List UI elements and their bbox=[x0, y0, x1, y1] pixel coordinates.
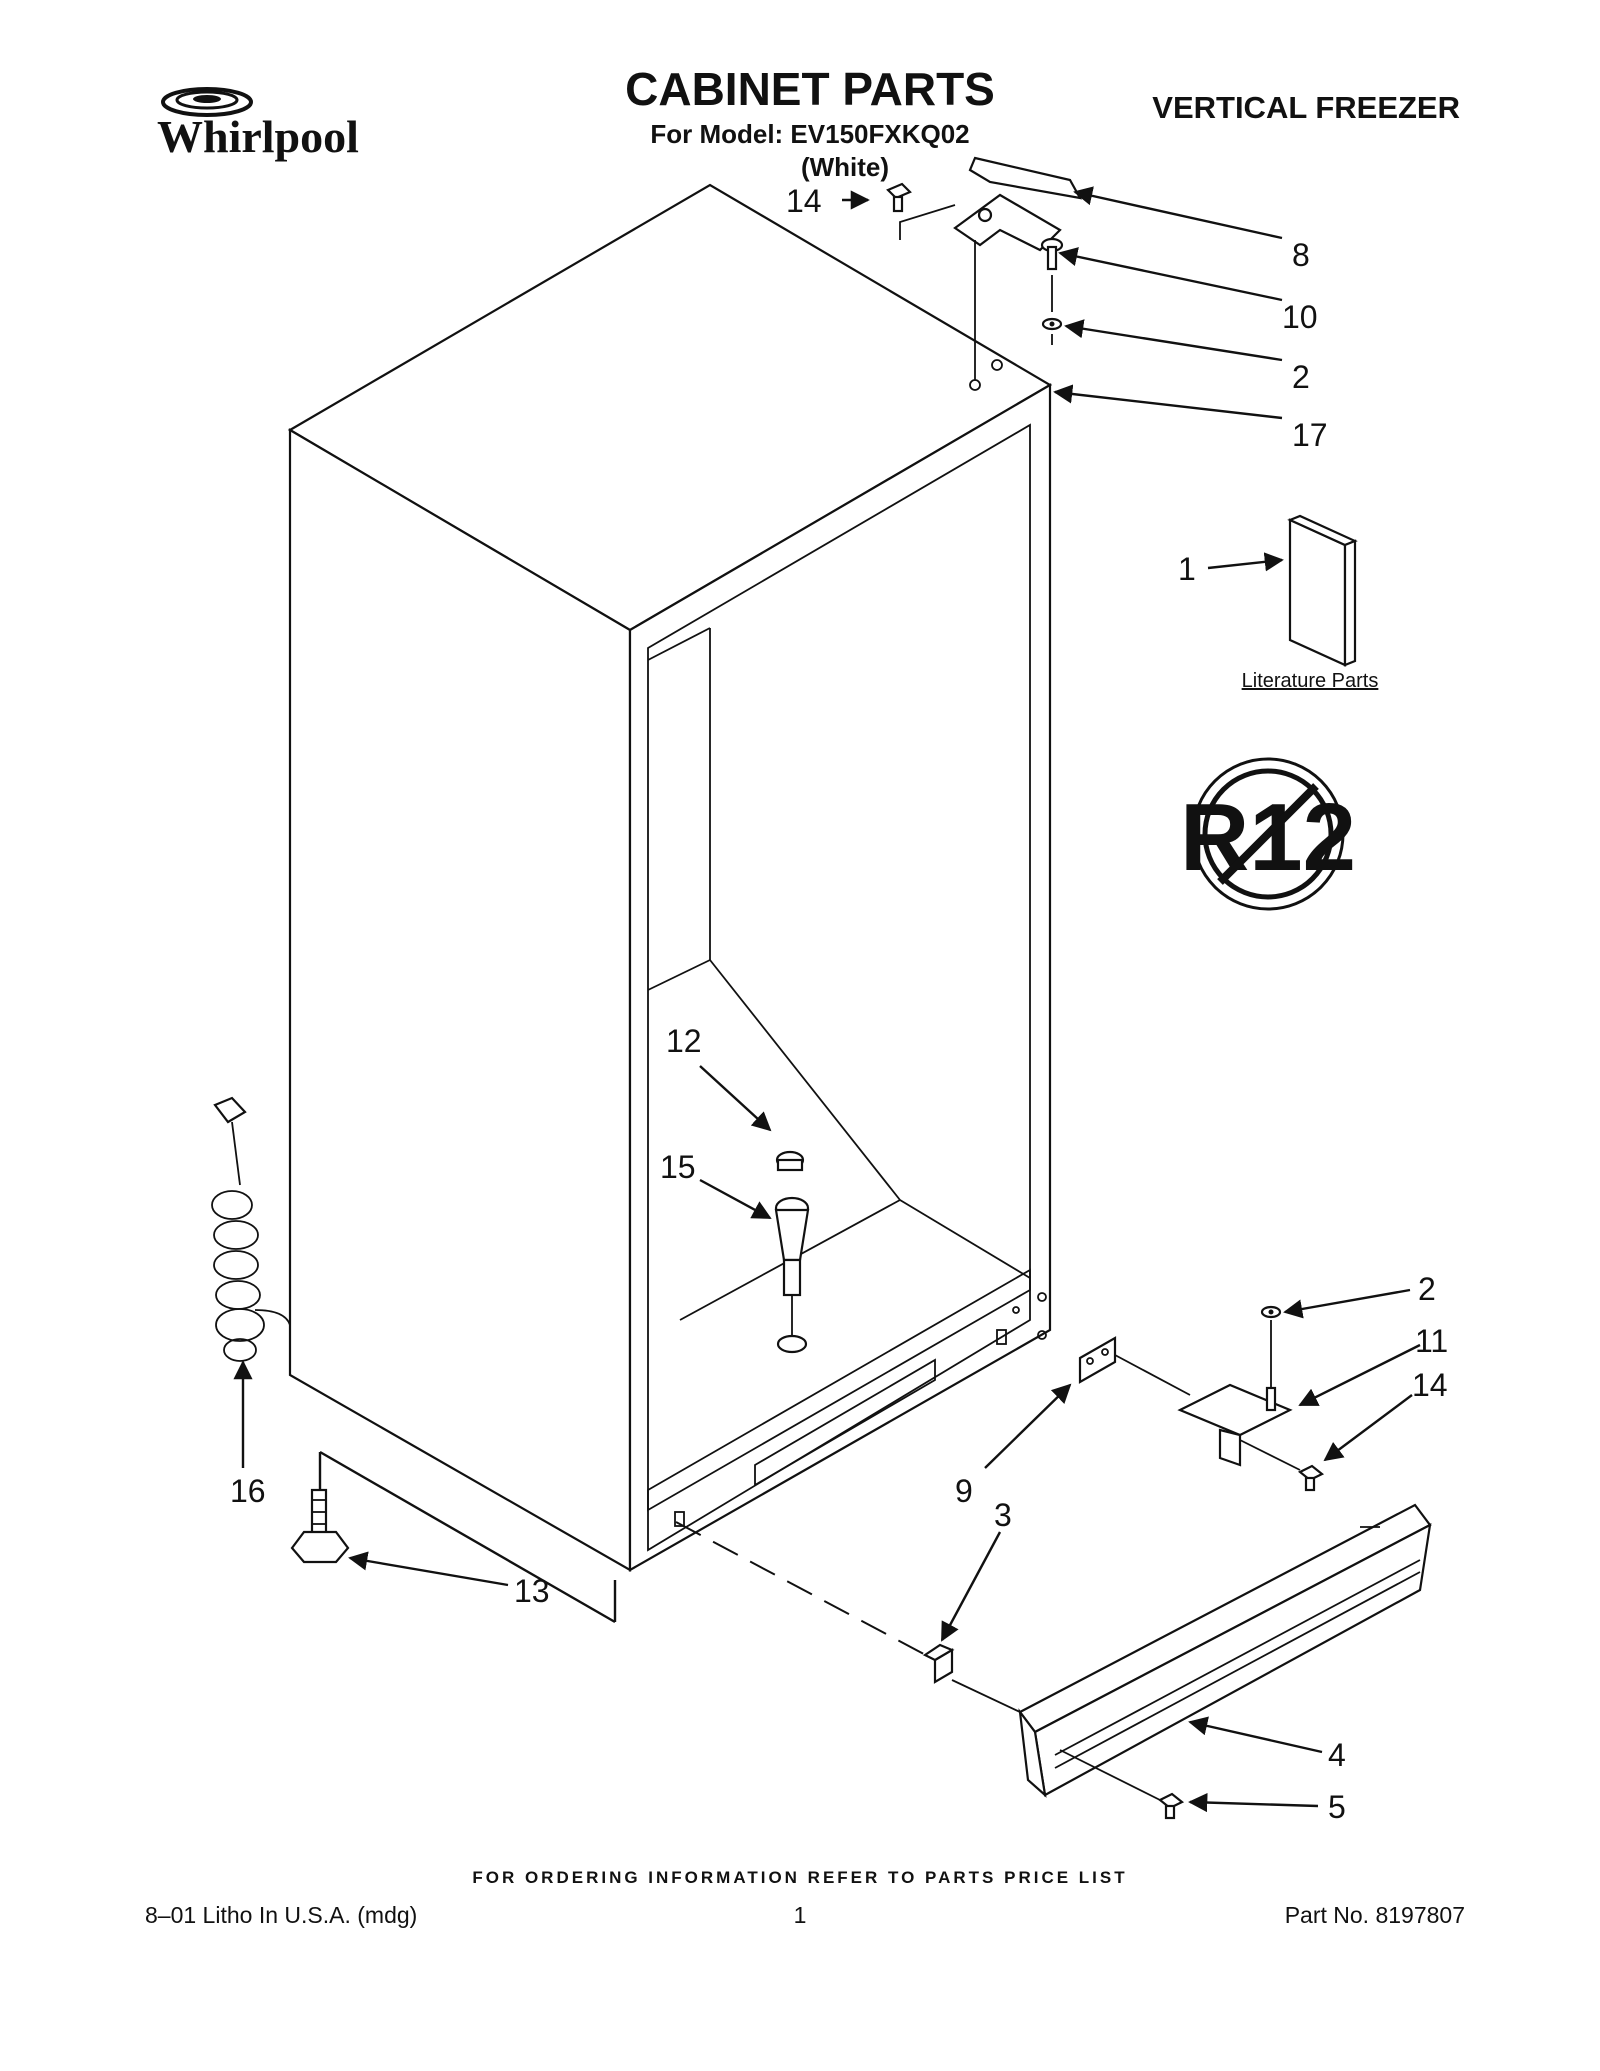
page-title: CABINET PARTS bbox=[625, 63, 995, 115]
callout-2-bottom: 2 bbox=[1418, 1271, 1436, 1307]
power-cord bbox=[211, 1096, 291, 1362]
no-r12-badge: R12 bbox=[1180, 757, 1356, 911]
part-number: Part No. 8197807 bbox=[1284, 1902, 1465, 1928]
grille-screw bbox=[1059, 1749, 1185, 1820]
callout-numbers: 14 8 10 2 17 1 12 15 2 11 14 9 3 16 13 4… bbox=[230, 183, 1448, 1825]
literature-parts-label: Literature Parts bbox=[1241, 670, 1379, 692]
page-number: 1 bbox=[793, 1902, 807, 1928]
whirlpool-swirl-icon: Whirlpool bbox=[157, 87, 359, 162]
callout-4: 4 bbox=[1328, 1737, 1346, 1773]
cabinet-body bbox=[287, 183, 1053, 1624]
callout-13: 13 bbox=[514, 1573, 550, 1609]
model-info: For Model: EV150FXKQ02 (White) bbox=[560, 118, 1060, 184]
leader-arrows bbox=[233, 186, 1421, 1813]
callout-9: 9 bbox=[955, 1473, 973, 1509]
callout-17: 17 bbox=[1292, 417, 1328, 453]
callout-5: 5 bbox=[1328, 1789, 1346, 1825]
callout-12: 12 bbox=[666, 1023, 702, 1059]
logo-wordmark: Whirlpool bbox=[157, 111, 359, 162]
leveling-leg bbox=[290, 1488, 350, 1564]
drain-assembly bbox=[774, 1150, 810, 1354]
ordering-note: FOR ORDERING INFORMATION REFER TO PARTS … bbox=[472, 1868, 1128, 1887]
top-hinge-assembly bbox=[886, 156, 1083, 380]
whirlpool-logo: Whirlpool bbox=[155, 72, 395, 172]
literature-booklet bbox=[1287, 514, 1358, 667]
litho-info: 8–01 Litho In U.S.A. (mdg) bbox=[145, 1902, 418, 1928]
callout-15: 15 bbox=[660, 1149, 696, 1185]
model-line: For Model: EV150FXKQ02 bbox=[650, 119, 970, 149]
bottom-hinge-assembly bbox=[1078, 1305, 1325, 1492]
alignment-line bbox=[675, 1521, 936, 1661]
color-line: (White) bbox=[800, 152, 890, 182]
clip bbox=[922, 1643, 955, 1684]
toe-grille bbox=[1018, 1503, 1432, 1798]
callout-8: 8 bbox=[1292, 237, 1310, 273]
callout-14-bottom: 14 bbox=[1412, 1367, 1448, 1403]
callout-14-top: 14 bbox=[786, 183, 822, 219]
callout-2-top: 2 bbox=[1292, 359, 1310, 395]
product-type: VERTICAL FREEZER bbox=[1152, 90, 1460, 125]
callout-3: 3 bbox=[994, 1497, 1012, 1533]
callout-1: 1 bbox=[1178, 551, 1196, 587]
callout-11: 11 bbox=[1415, 1323, 1448, 1359]
callout-16: 16 bbox=[230, 1473, 266, 1509]
callout-10: 10 bbox=[1282, 299, 1318, 335]
